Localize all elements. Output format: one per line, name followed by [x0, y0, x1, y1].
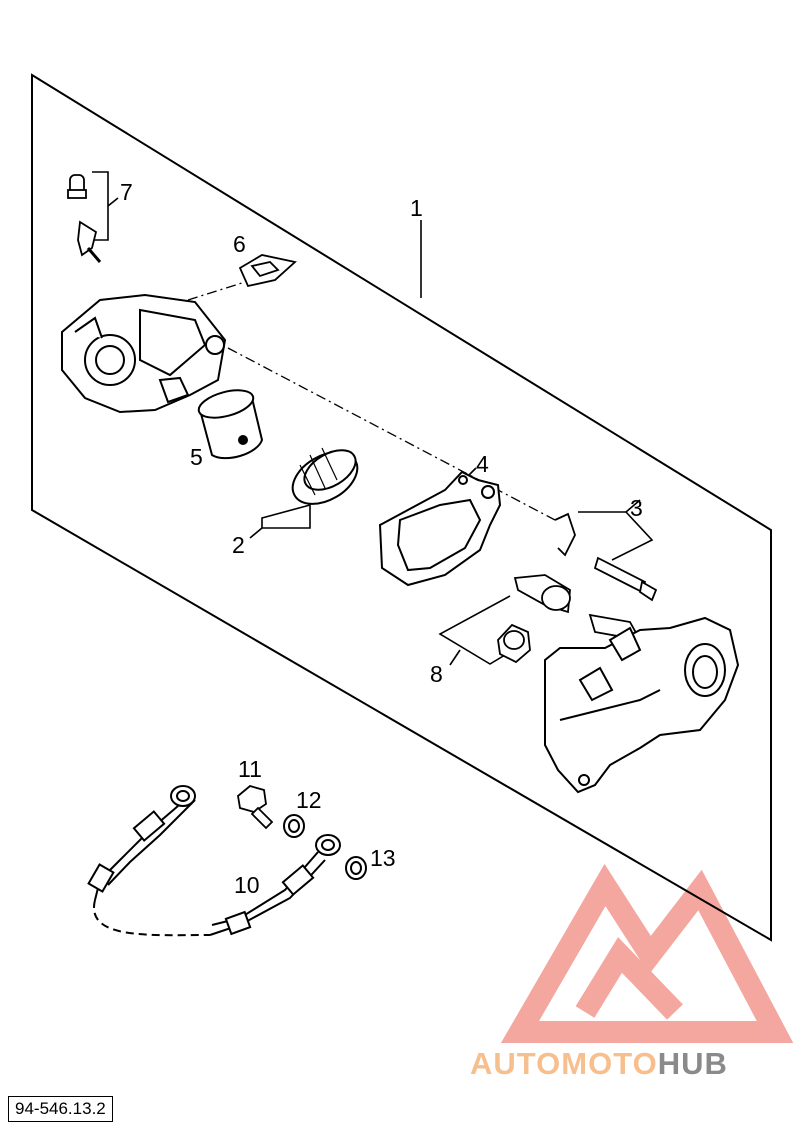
brake-pad	[378, 470, 502, 587]
sealing-washers	[283, 814, 367, 880]
watermark-part-moto: MOTO	[561, 1046, 658, 1081]
callout-4: 4	[476, 451, 489, 477]
caliper-body	[61, 293, 227, 414]
brake-hose	[87, 785, 341, 937]
callout-1: 1	[410, 195, 423, 221]
callout-2: 2	[232, 532, 245, 558]
callout-8: 8	[430, 661, 443, 687]
piston-seal	[291, 447, 359, 505]
pad-clip	[238, 254, 297, 288]
watermark-part-auto: AUTO	[470, 1046, 562, 1081]
bleed-screws	[67, 174, 102, 263]
callout-10: 10	[234, 872, 260, 898]
leader-lines	[92, 171, 654, 666]
banjo-bolt	[237, 785, 274, 830]
watermark-part-hub: HUB	[657, 1046, 728, 1081]
caliper-bracket	[544, 616, 740, 794]
part-code-label: 94-546.13.2	[8, 1096, 113, 1122]
assembly-frame	[31, 73, 772, 942]
pad-pins	[554, 512, 658, 602]
callout-7: 7	[120, 179, 133, 205]
watermark-logo	[500, 863, 794, 1043]
callout-5: 5	[190, 444, 203, 470]
watermark-text: AUTOMOTOHUB	[470, 1046, 800, 1086]
piston	[197, 389, 264, 460]
assembly-axis-lines	[187, 281, 556, 521]
callout-labels: 1 2 3 4 5 6 7 8 10 11 12 13	[120, 179, 643, 898]
callout-11: 11	[238, 756, 262, 782]
callout-13: 13	[370, 845, 396, 871]
callout-12: 12	[296, 787, 322, 813]
callout-3: 3	[630, 495, 643, 521]
callout-6: 6	[233, 231, 246, 257]
